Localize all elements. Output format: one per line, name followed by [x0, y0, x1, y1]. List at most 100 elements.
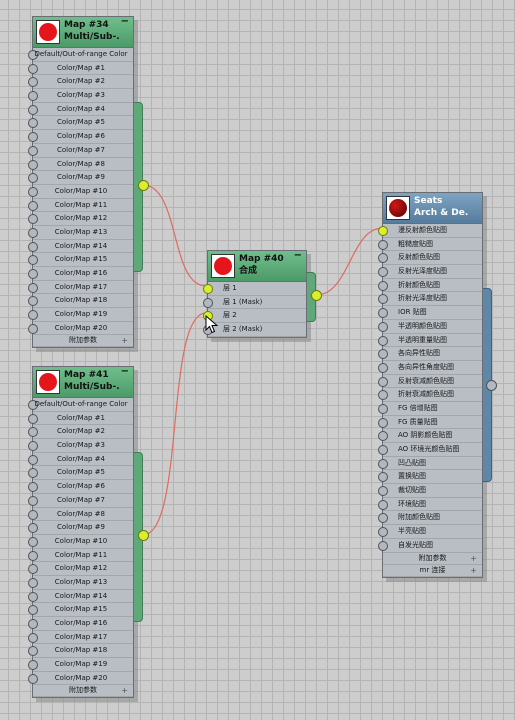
seats-slot[interactable]: AO 阴影颜色贴图 — [378, 429, 482, 443]
map34-slot[interactable]: Color/Map #6 — [28, 130, 133, 144]
map41-slot[interactable]: Color/Map #17 — [28, 631, 133, 645]
seats-input-socket[interactable] — [378, 540, 388, 551]
map34-slot[interactable]: Color/Map #15 — [28, 253, 133, 267]
map41-input-socket[interactable] — [28, 413, 38, 424]
map40-slot[interactable]: 层 1 (Mask) — [203, 296, 306, 310]
map40-output-socket[interactable] — [311, 290, 322, 301]
seats-input-socket[interactable] — [378, 308, 388, 319]
map41-minimize-button[interactable]: − — [120, 366, 129, 377]
map41-input-socket[interactable] — [28, 605, 38, 616]
seats-slot[interactable]: FG 倍增贴图 — [378, 402, 482, 416]
seats-input-socket[interactable] — [378, 390, 388, 401]
map41-slot[interactable]: Color/Map #2 — [28, 425, 133, 440]
map41-slot[interactable]: Color/Map #19 — [28, 658, 133, 672]
map41-input-socket[interactable] — [28, 454, 38, 465]
seats-input-socket[interactable] — [378, 239, 388, 250]
map34-slot[interactable]: Color/Map #20 — [28, 322, 133, 336]
map34-slot[interactable]: Color/Map #17 — [28, 281, 133, 295]
map34-slot[interactable]: Color/Map #3 — [28, 89, 133, 103]
map41-slot[interactable]: Color/Map #8 — [28, 508, 133, 522]
seats-input-socket[interactable] — [378, 458, 388, 469]
map41-input-socket[interactable] — [28, 577, 38, 588]
map34-slot[interactable]: Color/Map #2 — [28, 75, 133, 90]
seats-slot[interactable]: 半透明颜色贴图 — [378, 320, 482, 334]
seats-input-socket[interactable] — [378, 253, 388, 264]
map34-slot[interactable]: Color/Map #9 — [28, 171, 133, 185]
map41-input-socket[interactable] — [28, 523, 38, 534]
map41-slot[interactable]: Color/Map #1 — [28, 412, 133, 426]
seats-slot[interactable]: 折射衰减颜色贴图 — [378, 388, 482, 402]
map41-input-socket[interactable] — [28, 591, 38, 602]
map41-default-slot[interactable]: Default/Out-of-range Color — [28, 398, 133, 412]
map34-slot[interactable]: Color/Map #14 — [28, 240, 133, 254]
map34-output-socket[interactable] — [138, 180, 149, 191]
map34-input-socket[interactable] — [28, 91, 38, 102]
map34-slot[interactable]: Color/Map #10 — [28, 185, 133, 199]
map41-slot[interactable]: Color/Map #4 — [28, 453, 133, 467]
seats-slot[interactable]: 附加颜色贴图 — [378, 511, 482, 526]
map41-slot[interactable]: Color/Map #14 — [28, 590, 133, 604]
map34-slot[interactable]: Color/Map #8 — [28, 158, 133, 172]
map41-extra-params[interactable]: 附加参数+ — [33, 685, 133, 698]
map41-slot[interactable]: Color/Map #20 — [28, 672, 133, 686]
seats-slot[interactable]: 自发光贴图 — [378, 539, 482, 553]
map34-input-socket[interactable] — [28, 241, 38, 252]
map40-input-socket[interactable] — [203, 284, 213, 294]
map41-slot[interactable]: Color/Map #18 — [28, 644, 133, 659]
map34-default-socket[interactable] — [28, 50, 38, 60]
map34-input-socket[interactable] — [28, 173, 38, 184]
seats-input-socket[interactable] — [378, 335, 388, 346]
map34-input-socket[interactable] — [28, 104, 38, 115]
map34-input-socket[interactable] — [28, 269, 38, 279]
map34-slot[interactable]: Color/Map #4 — [28, 103, 133, 117]
seats-input-socket[interactable] — [378, 294, 388, 305]
map41-default-socket[interactable] — [28, 400, 38, 410]
map34-slot[interactable]: Color/Map #12 — [28, 212, 133, 226]
map41-input-socket[interactable] — [28, 495, 38, 506]
seats-slot[interactable]: 粗糙度贴图 — [378, 238, 482, 252]
map40-slot[interactable]: 层 2 — [203, 309, 306, 324]
map34-input-socket[interactable] — [28, 186, 38, 197]
map41-slot[interactable]: Color/Map #13 — [28, 576, 133, 590]
map40-input-socket[interactable] — [203, 297, 213, 308]
map41-slot[interactable]: Color/Map #3 — [28, 439, 133, 453]
map41-input-socket[interactable] — [28, 468, 38, 479]
seats-slot[interactable]: 漫反射颜色贴图 — [378, 224, 482, 238]
map41-output-socket[interactable] — [138, 530, 149, 541]
map41-slot[interactable]: Color/Map #6 — [28, 480, 133, 494]
map34-slot[interactable]: Color/Map #1 — [28, 62, 133, 76]
seats-slot[interactable]: 环境贴图 — [378, 498, 482, 512]
map40-slot[interactable]: 层 1 — [203, 282, 306, 296]
map34-extra-params[interactable]: 附加参数+ — [33, 335, 133, 348]
map34-slot[interactable]: Color/Map #18 — [28, 294, 133, 309]
map41-slot[interactable]: Color/Map #5 — [28, 466, 133, 481]
map41-slot[interactable]: Color/Map #7 — [28, 494, 133, 508]
map41-input-socket[interactable] — [28, 632, 38, 643]
seats-slot[interactable]: FG 质量贴图 — [378, 416, 482, 430]
seats-input-socket[interactable] — [378, 267, 388, 278]
map34-minimize-button[interactable]: − — [120, 16, 129, 27]
map34-input-socket[interactable] — [28, 159, 38, 170]
seats-output-socket[interactable] — [486, 380, 497, 391]
map34-input-socket[interactable] — [28, 63, 38, 74]
seats-slot[interactable]: 折射颜色贴图 — [378, 279, 482, 293]
map34-input-socket[interactable] — [28, 282, 38, 293]
map41-slot[interactable]: Color/Map #11 — [28, 549, 133, 563]
seats-slot[interactable]: 各向异性贴图 — [378, 347, 482, 361]
seats-slot[interactable]: 置换贴图 — [378, 470, 482, 485]
map41-slot[interactable]: Color/Map #10 — [28, 535, 133, 549]
map34-slot[interactable]: Color/Map #13 — [28, 226, 133, 240]
seats-mr-connection[interactable]: mr 连接+ — [383, 565, 482, 577]
map41-slot[interactable]: Color/Map #9 — [28, 521, 133, 535]
map34-input-socket[interactable] — [28, 118, 38, 129]
map34-input-socket[interactable] — [28, 296, 38, 307]
map34-slot[interactable]: Color/Map #5 — [28, 116, 133, 131]
map34-input-socket[interactable] — [28, 310, 38, 321]
map41-input-socket[interactable] — [28, 619, 38, 629]
map41-slot[interactable]: Color/Map #12 — [28, 562, 133, 576]
seats-input-socket[interactable] — [378, 527, 388, 538]
